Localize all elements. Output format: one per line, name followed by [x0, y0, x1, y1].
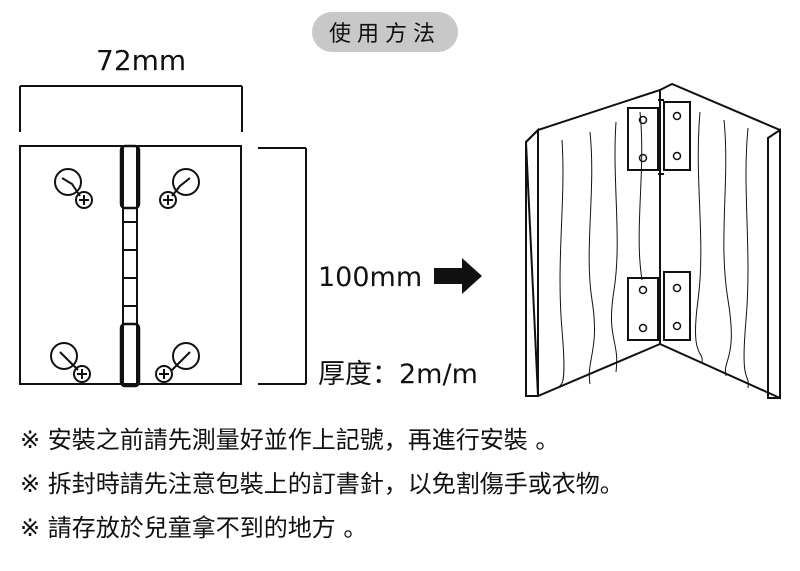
note-item: ※ 拆封時請先注意包裝上的訂書針，以免割傷手或衣物。 [20, 470, 624, 498]
installed-hinge-plate [663, 101, 691, 171]
page-title: 使用方法 [312, 12, 458, 52]
note-item: ※ 請存放於兒童拿不到的地方 。 [20, 514, 368, 542]
height-dimension-label: 100mm [318, 262, 423, 293]
hinge-right-leaf [136, 145, 242, 385]
hinge-flat-illustration [19, 144, 242, 388]
arrow-right-icon [434, 258, 482, 294]
note-item: ※ 安裝之前請先測量好並作上記號，再進行安裝 。 [20, 426, 560, 454]
installed-hinge-plate [627, 107, 659, 171]
hinge-knuckle-top [119, 144, 141, 210]
height-dimension-bracket [258, 147, 307, 385]
installed-hinge-plate [663, 271, 691, 341]
hinge-pin-knuckle [122, 145, 138, 385]
notes-list: ※ 安裝之前請先測量好並作上記號，再進行安裝 。 ※ 拆封時請先注意包裝上的訂書… [20, 418, 790, 550]
installed-hinge-plate [627, 277, 659, 341]
screw-icon [50, 342, 91, 383]
screw-icon [159, 168, 200, 209]
screw-icon [54, 168, 93, 209]
installed-wood-corner-illustration [524, 82, 781, 400]
width-dimension-bracket [19, 85, 243, 132]
wood-panel-left-edge [524, 127, 539, 397]
width-dimension-label: 72mm [96, 44, 187, 77]
thickness-label: 厚度：2m/m [318, 359, 478, 390]
wood-panel-right [659, 82, 781, 400]
hinge-left-leaf [19, 145, 124, 385]
screw-icon [155, 342, 200, 383]
wood-panel-right-edge [767, 128, 781, 399]
hinge-knuckle-bottom [119, 322, 141, 388]
